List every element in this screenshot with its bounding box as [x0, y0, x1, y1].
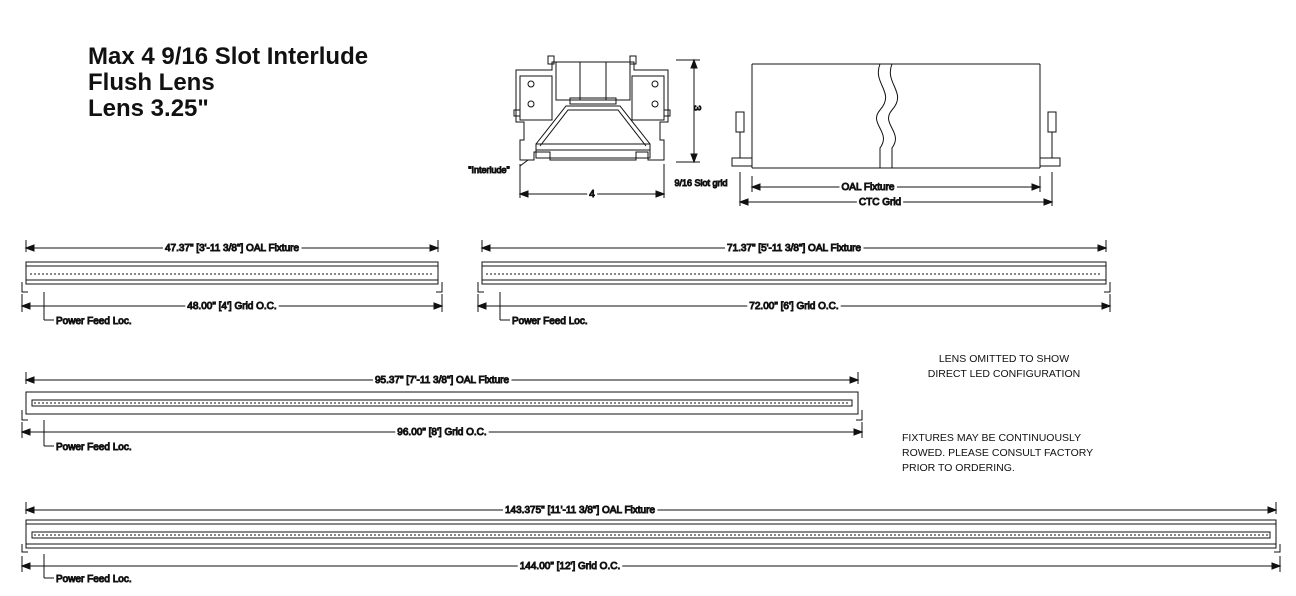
fixture-8ft-oal-label: 95.37" [7'-11 3/8"] OAL Fixture	[375, 375, 510, 386]
label-backing	[372, 375, 512, 386]
title-lens-size: Lens 3.25"	[88, 95, 209, 122]
title-block: Max 4 9/16 Slot Interlude Flush Lens Len…	[88, 44, 368, 122]
label-backing	[395, 427, 489, 438]
label-backing	[502, 505, 658, 516]
section-width-label: 4	[589, 189, 595, 200]
elevation-oal-label: OAL Fixture	[842, 182, 895, 193]
fixture-6ft-grid-label: 72.00" [6'] Grid O.C.	[749, 301, 838, 312]
fixture-6ft-oal-label: 71.37" [5'-11 3/8"] OAL Fixture	[727, 243, 862, 254]
label-backing	[54, 442, 134, 453]
lens-omitted-note-line: LENS OMITTED TO SHOW	[938, 353, 1070, 365]
label-backing	[724, 243, 864, 254]
fixture-8ft-grid-label: 96.00" [8'] Grid O.C.	[397, 427, 486, 438]
fixture-4ft-feed-label: Power Feed Loc.	[56, 316, 132, 327]
fixture-6ft-feed-label: Power Feed Loc.	[512, 316, 588, 327]
continuous-row-note: FIXTURES MAY BE CONTINUOUSLY ROWED. PLEA…	[902, 431, 1093, 476]
slot-grid-label: 9/16 Slot grid	[674, 178, 727, 188]
section-detail	[513, 55, 700, 198]
label-backing	[856, 197, 904, 208]
fixture-12ft-grid-label: 144.00" [12'] Grid O.C.	[520, 561, 621, 572]
label-backing	[517, 561, 623, 572]
label-backing	[54, 574, 134, 585]
fixture-12ft	[20, 502, 1282, 579]
fixture-4ft-oal-label: 47.37" [3'-11 3/8"] OAL Fixture	[165, 243, 300, 254]
fixture-12ft-oal-label: 143.375" [11'-11 3/8"] OAL Fixture	[505, 505, 655, 516]
fixture-12ft-feed-label: Power Feed Loc.	[56, 574, 132, 585]
label-backing	[162, 243, 302, 254]
section-height-label: 3	[691, 105, 702, 111]
continuous-row-note-line: FIXTURES MAY BE CONTINUOUSLY	[902, 432, 1082, 444]
fixture-4ft-grid-label: 48.00" [4'] Grid O.C.	[187, 301, 276, 312]
lens-omitted-note-line: DIRECT LED CONFIGURATION	[927, 368, 1081, 380]
interlude-label: "Interlude"	[468, 165, 509, 175]
label-backing	[587, 189, 598, 200]
title-product: Max 4 9/16 Slot Interlude	[88, 43, 369, 70]
continuous-row-note-line: ROWED. PLEASE CONSULT FACTORY	[902, 447, 1094, 459]
label-backing	[185, 301, 279, 312]
title-lens-type: Flush Lens	[88, 69, 215, 96]
continuous-row-note-line: PRIOR TO ORDERING.	[902, 462, 1015, 474]
elevation-ctc-label: CTC Grid	[859, 197, 901, 208]
label-backing	[747, 301, 841, 312]
fixture-8ft-feed-label: Power Feed Loc.	[56, 442, 132, 453]
label-backing	[54, 316, 134, 327]
label-backing	[839, 182, 897, 193]
label-backing	[510, 316, 590, 327]
lens-omitted-note: LENS OMITTED TO SHOW DIRECT LED CONFIGUR…	[904, 352, 1104, 382]
